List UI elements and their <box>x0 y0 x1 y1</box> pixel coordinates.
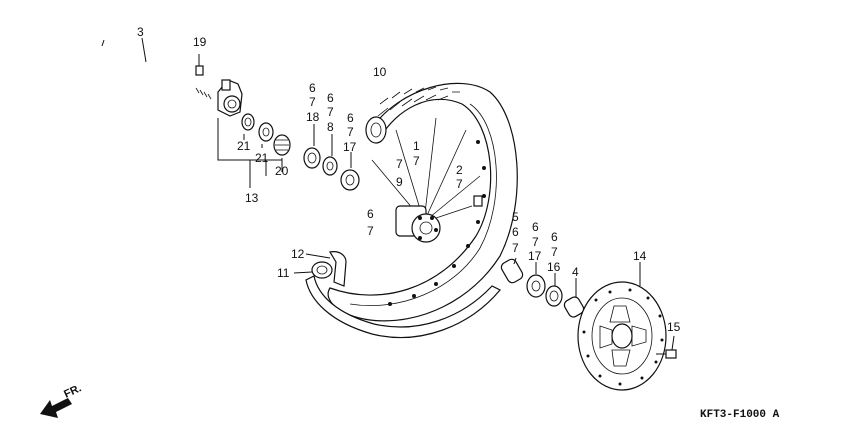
callout-7g: 7 <box>367 224 374 238</box>
callout-8: 8 <box>327 120 334 134</box>
disc-bolt-15 <box>656 349 677 359</box>
dust-seal-18 <box>303 147 321 169</box>
callout-6b: 6 <box>327 91 334 105</box>
callout-7i: 7 <box>532 235 539 249</box>
callout-7h: 7 <box>512 241 519 255</box>
callout-3: 3 <box>137 25 144 39</box>
callout-11: 11 <box>277 266 290 280</box>
callout-20: 20 <box>275 164 289 178</box>
brake-disc-14 <box>577 281 667 391</box>
distance-collar-5 <box>500 258 524 284</box>
spokes <box>371 117 481 223</box>
callout-7b: 7 <box>327 105 334 119</box>
callout-4: 4 <box>572 265 579 279</box>
dust-seal-16 <box>545 285 563 307</box>
callout-1: 1 <box>413 139 420 153</box>
hub <box>395 205 441 243</box>
callout-10: 10 <box>373 65 387 79</box>
callout-7f: 7 <box>456 177 463 191</box>
gear-retainer-20 <box>273 134 291 156</box>
callout-21a: 21 <box>237 139 251 153</box>
front-direction-arrow <box>40 398 72 418</box>
callout-16: 16 <box>547 260 561 274</box>
callout-17a: 17 <box>343 140 357 154</box>
callout-6e: 6 <box>512 225 519 239</box>
callout-6c: 6 <box>347 111 354 125</box>
bearing-17b <box>526 274 546 298</box>
tire-10 <box>327 82 518 322</box>
leader-3 <box>141 37 147 63</box>
bearing-17a <box>340 169 360 191</box>
callout-13: 13 <box>245 191 259 205</box>
diagram-code: KFT3-F1000 A <box>700 409 780 421</box>
washer-21b <box>258 122 274 142</box>
callout-9: 9 <box>396 175 403 189</box>
speedometer-gearbox <box>217 79 243 117</box>
callout-6g: 6 <box>551 230 558 244</box>
callout-6f: 6 <box>532 220 539 234</box>
callout-17b: 17 <box>528 249 542 263</box>
callout-21b: 21 <box>255 151 269 165</box>
callout-7j: 7 <box>551 245 558 259</box>
callout-5: 5 <box>512 210 519 224</box>
callout-18: 18 <box>306 110 320 124</box>
callout-6a: 6 <box>309 81 316 95</box>
axle <box>101 39 213 100</box>
callout-2: 2 <box>456 163 463 177</box>
callout-7a: 7 <box>309 95 316 109</box>
side-collar-4 <box>563 296 585 318</box>
callout-19: 19 <box>193 35 207 49</box>
callout-14: 14 <box>633 249 647 263</box>
callout-7e: 7 <box>413 154 420 168</box>
direction-label: FR. <box>62 382 83 400</box>
tube-12 <box>311 251 347 287</box>
valve-stem <box>473 195 483 207</box>
rim <box>349 103 497 306</box>
callout-labels: 3 19 21 21 20 13 6 7 18 6 7 8 6 7 17 10 … <box>137 25 681 334</box>
rim-tape-11 <box>305 275 501 338</box>
callout-6d: 6 <box>367 207 374 221</box>
washer-21a <box>241 113 255 131</box>
bolt-19 <box>195 54 204 76</box>
collar-8 <box>322 156 338 176</box>
callout-15: 15 <box>667 320 681 334</box>
callout-7d: 7 <box>396 157 403 171</box>
callout-7c: 7 <box>347 125 354 139</box>
callout-12: 12 <box>291 247 305 261</box>
